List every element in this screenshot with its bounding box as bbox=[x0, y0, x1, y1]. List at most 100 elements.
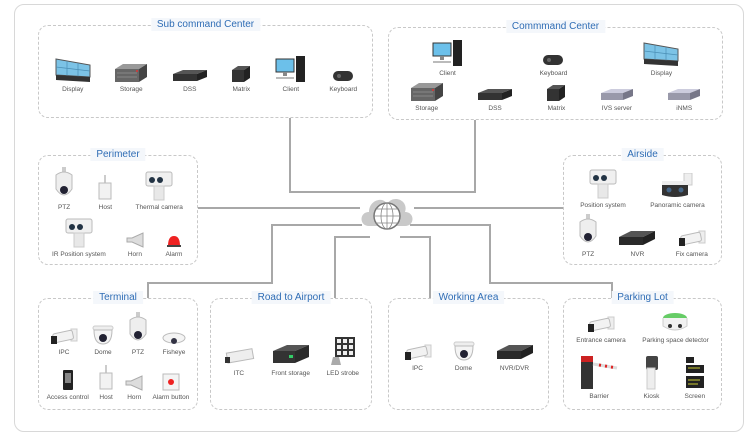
device-label: NVR/DVR bbox=[499, 365, 530, 372]
fisheye-icon bbox=[161, 330, 187, 346]
device-row: IR Position system Horn Alarm bbox=[43, 216, 193, 258]
device-label: Host bbox=[99, 393, 113, 401]
device-kiosk: Kiosk bbox=[641, 354, 661, 400]
kiosk-icon bbox=[642, 354, 660, 390]
device-storage: Storage bbox=[113, 63, 149, 93]
device-panoramic-camera: Panoramic camera bbox=[650, 172, 705, 209]
device-keyboard: Keyboard bbox=[329, 69, 357, 93]
device-rows: ITC Front storage LED strobe bbox=[215, 307, 367, 405]
group-title: Airside bbox=[621, 148, 664, 161]
device-alarm-button: Alarm button bbox=[152, 373, 189, 401]
device-label: Access control bbox=[46, 393, 89, 401]
frontstorage-icon bbox=[271, 343, 311, 367]
device-led-strobe: LED strobe bbox=[326, 335, 360, 377]
device-nvr-dvr: NVR/DVR bbox=[495, 344, 535, 372]
device-label: Thermal camera bbox=[135, 203, 183, 211]
device-label: Screen bbox=[684, 393, 706, 400]
device-label: IPC bbox=[58, 348, 70, 356]
device-label: IPC bbox=[412, 365, 423, 372]
device-label: Keyboard bbox=[329, 85, 358, 93]
keyboard-icon bbox=[541, 53, 565, 67]
device-fix-camera: Fix camera bbox=[676, 230, 708, 258]
device-host: Host bbox=[95, 174, 115, 211]
device-label: Dome bbox=[454, 365, 473, 372]
device-label: LED strobe bbox=[326, 370, 360, 377]
group-title: Working Area bbox=[432, 291, 505, 304]
diagram-frame bbox=[14, 4, 744, 432]
link-working bbox=[400, 236, 431, 298]
device-fisheye: Fisheye bbox=[161, 330, 187, 356]
device-horn: Horn bbox=[124, 231, 146, 258]
bullet-icon bbox=[403, 344, 433, 362]
device-dome: Dome bbox=[91, 324, 115, 356]
device-label: Display bbox=[650, 69, 673, 77]
device-dss: DSS bbox=[476, 88, 514, 112]
device-label: Host bbox=[98, 203, 113, 211]
group-title: Parking Lot bbox=[611, 291, 674, 304]
device-matrix: Matrix bbox=[230, 65, 252, 93]
device-label: ITC bbox=[233, 370, 245, 377]
device-label: Front storage bbox=[271, 370, 311, 377]
horn-icon bbox=[123, 374, 145, 391]
device-alarm: Alarm bbox=[164, 234, 184, 258]
device-label: Parking space detector bbox=[642, 337, 709, 344]
device-label: Fisheye bbox=[162, 348, 186, 356]
nvr-icon bbox=[617, 230, 657, 248]
device-access-control: Access control bbox=[47, 369, 89, 401]
device-label: Storage bbox=[415, 105, 439, 113]
display-icon bbox=[54, 57, 92, 83]
device-inms: iNMS bbox=[666, 88, 702, 112]
device-label: PTZ bbox=[131, 348, 145, 356]
group-title: Road to Airport bbox=[251, 291, 331, 304]
horn-icon bbox=[124, 231, 146, 248]
rack-icon bbox=[666, 88, 702, 102]
device-label: Kiosk bbox=[643, 393, 660, 400]
thermal-icon bbox=[64, 216, 94, 248]
bullet-icon bbox=[586, 316, 616, 334]
device-label: IVS server bbox=[601, 105, 633, 113]
ptz-icon bbox=[53, 166, 75, 201]
matrix-icon bbox=[230, 65, 252, 83]
matrix-icon bbox=[545, 84, 567, 102]
device-storage: Storage bbox=[409, 82, 445, 112]
device-label: NVR bbox=[630, 250, 645, 258]
device-label: Alarm button bbox=[152, 393, 190, 401]
access-icon bbox=[62, 369, 74, 391]
cloud-globe-icon bbox=[355, 186, 419, 239]
link-terminal bbox=[147, 224, 362, 298]
device-label: Position system bbox=[580, 201, 626, 209]
device-screen: Screen bbox=[684, 356, 706, 400]
device-label: DSS bbox=[183, 85, 197, 93]
screen-icon bbox=[684, 356, 706, 390]
group-title: Terminal bbox=[93, 291, 143, 304]
device-itc: ITC bbox=[223, 347, 255, 377]
storage-icon bbox=[113, 63, 149, 83]
link-parking bbox=[410, 224, 613, 298]
device-row: IPC Dome NVR/DVR bbox=[393, 340, 544, 372]
device-dss: DSS bbox=[171, 69, 209, 93]
device-host: Host bbox=[96, 364, 116, 401]
alarmbutton-icon bbox=[162, 373, 180, 391]
device-keyboard: Keyboard bbox=[540, 53, 567, 77]
server-icon bbox=[476, 88, 514, 102]
device-label: IR Position system bbox=[52, 250, 106, 258]
device-ir-position-system: IR Position system bbox=[52, 216, 106, 258]
device-thermal-camera: Thermal camera bbox=[136, 169, 183, 211]
